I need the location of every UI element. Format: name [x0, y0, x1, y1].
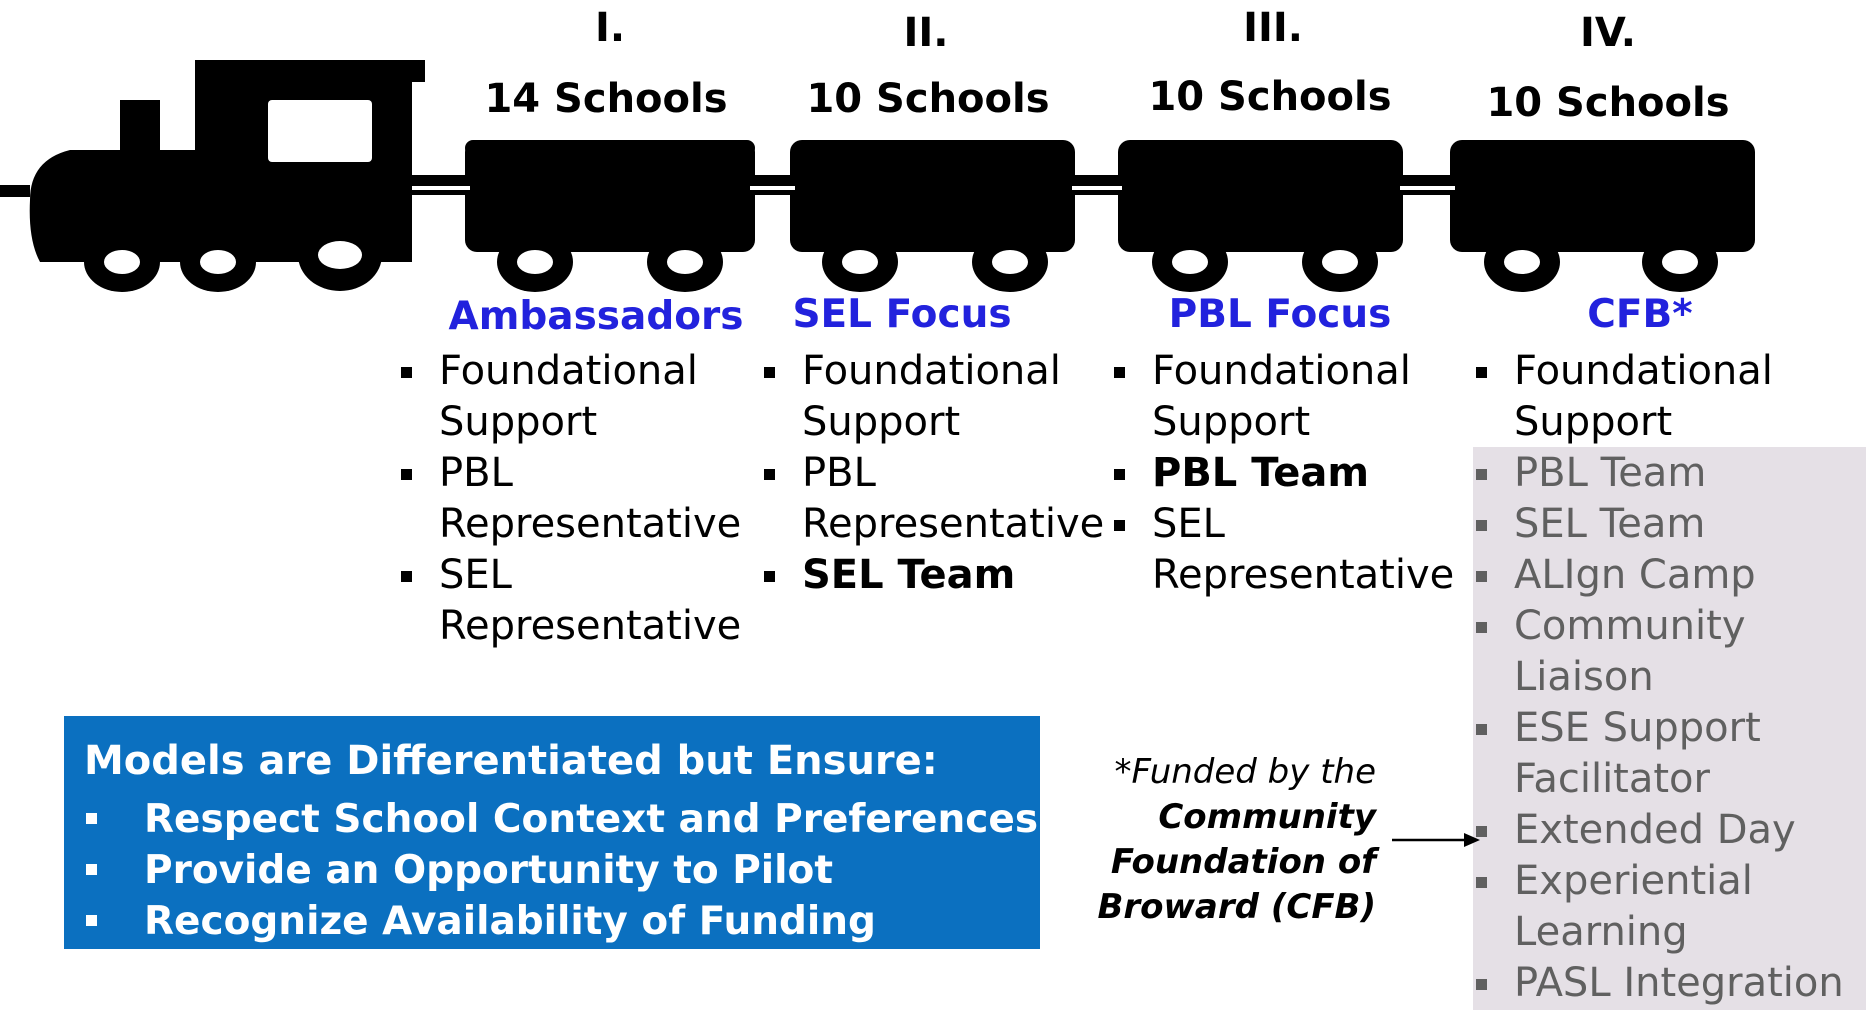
car-1 — [465, 140, 755, 252]
list-item: Respect School Context and Preferences — [84, 794, 1038, 845]
list-item: SEL Representative — [397, 550, 757, 652]
list-item: Extended Day — [1472, 805, 1852, 856]
car-2 — [790, 140, 1075, 252]
list-item: Foundational Support — [397, 346, 757, 448]
model-ambassadors: Ambassadors — [448, 294, 744, 339]
footnote-line: Community — [1158, 797, 1376, 837]
list-item: ALIgn Camp — [1472, 550, 1852, 601]
car-2-schools: 10 Schools — [806, 76, 1050, 122]
list-item: PASL Integration — [1472, 958, 1852, 1009]
principles-box: Models are Differentiated but Ensure: Re… — [64, 716, 1040, 949]
list-item: Recognize Availability of Funding — [84, 896, 1038, 947]
model-pbl-focus: PBL Focus — [1168, 292, 1392, 337]
car-3 — [1118, 140, 1403, 252]
list-item: PBL Team — [1472, 448, 1852, 499]
cfb-extra-list: PBL Team SEL Team ALIgn Camp Community L… — [1472, 448, 1852, 1009]
list-item: Foundational Support — [1472, 346, 1792, 448]
car-4-schools: 10 Schools — [1486, 80, 1730, 126]
footnote-line: Foundation of — [1110, 842, 1376, 882]
car-1-numeral: I. — [594, 5, 626, 51]
car-3-schools: 10 Schools — [1148, 74, 1392, 120]
list-item: ESE Support Facilitator — [1472, 703, 1852, 805]
list-item: Community Liaison — [1472, 601, 1852, 703]
pbl-focus-list: Foundational Support PBL Team SEL Repres… — [1110, 346, 1470, 601]
list-item: Foundational Support — [760, 346, 1120, 448]
cfb-highlight-box — [1473, 447, 1866, 1010]
model-cfb: CFB* — [1587, 292, 1693, 337]
cfb-list: Foundational Support — [1472, 346, 1792, 448]
car-2-numeral: II. — [903, 10, 949, 56]
list-item: PBL Representative — [760, 448, 1120, 550]
list-item: PBL Team — [1110, 448, 1470, 499]
list-item: SEL Team — [760, 550, 1120, 601]
car-4-numeral: IV. — [1580, 10, 1636, 56]
list-item: PBL Representative — [397, 448, 757, 550]
list-item: Foundational Support — [1110, 346, 1470, 448]
car-4 — [1450, 140, 1755, 252]
engine-boiler — [29, 100, 210, 262]
car-1-schools: 14 Schools — [484, 76, 728, 122]
principles-heading: Models are Differentiated but Ensure: — [84, 738, 938, 784]
footnote-line: Broward (CFB) — [1097, 887, 1376, 927]
list-item: SEL Representative — [1110, 499, 1470, 601]
list-item: SEL Team — [1472, 499, 1852, 550]
train-illustration — [0, 60, 1755, 292]
funding-footnote: *Funded by the Community Foundation of B… — [1070, 750, 1376, 930]
ambassadors-list: Foundational Support PBL Representative … — [397, 346, 757, 652]
model-sel-focus: SEL Focus — [792, 292, 1012, 337]
arrow-right-icon — [1392, 833, 1480, 847]
sel-focus-list: Foundational Support PBL Representative … — [760, 346, 1120, 601]
footnote-line: *Funded by the — [1114, 752, 1376, 792]
list-item: Experiential Learning — [1472, 856, 1852, 958]
car-3-numeral: III. — [1243, 5, 1303, 51]
principles-list: Respect School Context and Preferences P… — [84, 794, 1038, 947]
list-item: Provide an Opportunity to Pilot — [84, 845, 1038, 896]
